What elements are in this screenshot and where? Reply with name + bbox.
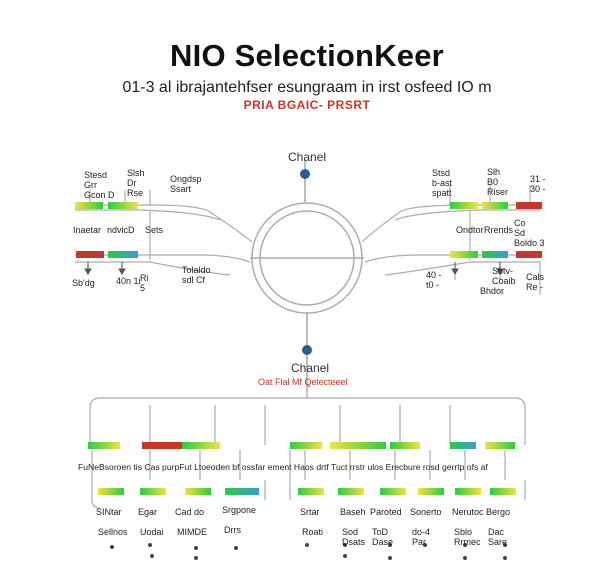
left-wires <box>75 190 253 276</box>
bar-right-6 <box>516 251 542 258</box>
top-channel-node <box>300 169 310 179</box>
mid-channel-node <box>302 345 312 355</box>
bottom-group-name: Srgpone <box>222 505 257 515</box>
bottom-group-name: Nerutoc <box>452 507 484 517</box>
left-label-a: Stesd Grr Gcon D <box>84 170 115 200</box>
bottom-group-name: Bergo <box>486 507 511 517</box>
bottom-group-name: SINtar <box>96 507 122 517</box>
left-label-c: Ongdsp Ssart <box>170 174 202 194</box>
bottom-group-sub: Roati <box>302 527 324 537</box>
bottom-group-sub: do-4 Par <box>412 527 431 547</box>
bar-right-3 <box>516 202 542 209</box>
right-label-a: Stsd b-ast spatt <box>432 168 453 198</box>
right-label-c: 31 - 30 - <box>530 174 546 194</box>
selector-ring <box>250 202 364 314</box>
right-label-j: Cals Re - <box>526 272 545 292</box>
left-label-e: ndvicD <box>107 225 135 235</box>
bar-right-2 <box>482 202 508 209</box>
bar-right-4 <box>450 251 478 258</box>
left-label-h: 40n 1i <box>116 276 141 286</box>
top-channel-label: Chanel <box>288 150 327 164</box>
bottom-row-label: FuNeBsoroen tis Cas purpFut Ltoeoden bf … <box>78 462 488 472</box>
bottom-group-name: Srtar <box>300 507 320 517</box>
mid-section-label: Oat Flal Mf Qelecteeel <box>258 377 348 387</box>
bottom-group-sub: ToD Dase <box>372 527 394 547</box>
right-label-b: Slh B0 Riser <box>487 167 509 197</box>
bottom-group-name: Paroted <box>370 507 402 517</box>
bottom-group-sub: Uodai <box>140 527 164 537</box>
right-label-e: Rrends <box>484 225 514 235</box>
bottom-group-name: Baseh <box>340 507 366 517</box>
bottom-group-sub: MIMDE <box>177 527 207 537</box>
left-label-g: Sb'dg <box>72 278 95 288</box>
bottom-group-name: Cad do <box>175 507 205 517</box>
right-label-h: Bhdor <box>480 286 505 296</box>
small-arrows <box>84 262 504 275</box>
right-label-d: Ondtor <box>456 225 484 235</box>
bottom-group-sub: Sblo Rrmec <box>454 527 481 547</box>
left-label-f: Sets <box>145 225 164 235</box>
bottom-group-sub: Dac Sare <box>488 527 508 547</box>
right-label-f: Co Sd Boldo 3 <box>514 218 545 248</box>
diagram-subtitle: 01-3 al ibrajantehfser esungraam in irst… <box>122 79 492 96</box>
bottom-group-name: Egar <box>138 507 158 517</box>
left-label-d: Inaetar <box>73 225 102 235</box>
bottom-group-sub: Sellnos <box>98 527 128 537</box>
bottom-group-name: Sonerto <box>410 507 442 517</box>
bottom-tree <box>89 392 526 509</box>
right-label-i: Sbtv- Coaib <box>492 266 516 286</box>
left-label-i: Ri 5 <box>140 273 149 293</box>
terminal-dots <box>110 543 507 560</box>
bar-left-2 <box>108 202 138 209</box>
diagram-tag: PRIA BGAIC- PRSRT <box>243 98 371 112</box>
mid-channel-label: Chanel <box>291 361 330 375</box>
left-label-b: Slsh Dr Rse <box>127 168 145 198</box>
bar-right-5 <box>482 251 508 258</box>
left-label-j: Tolaldo sdl Cf <box>182 265 211 285</box>
diagram-title: NIO SelectionKeer <box>170 38 444 73</box>
bar-left-4 <box>108 251 138 258</box>
right-label-g: 40 - t0 - <box>426 270 442 290</box>
bottom-group-sub: Drrs <box>224 525 241 535</box>
bottom-group-sub: Sod Dsats <box>342 527 366 547</box>
bar-left-1 <box>75 202 103 209</box>
bar-left-3 <box>76 251 104 258</box>
bar-right-1 <box>450 202 478 209</box>
